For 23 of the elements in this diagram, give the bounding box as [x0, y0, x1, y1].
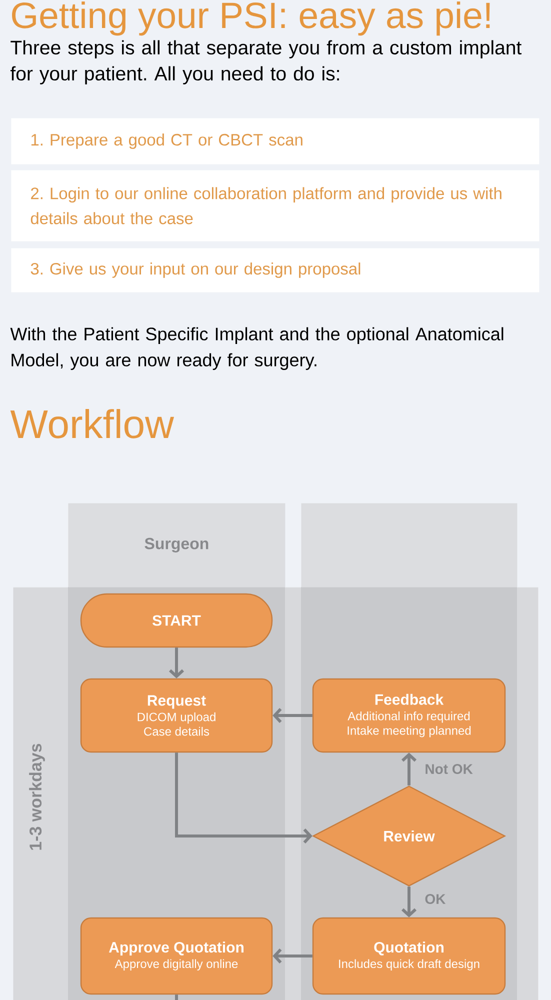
arrow: [272, 708, 312, 724]
edge-label: Not OK: [423, 762, 474, 776]
arrow: [272, 948, 312, 964]
page-title: Getting your PSI: easy as pie!: [12, 2, 490, 36]
paragraph: Three steps is all that separate you from a custom implant for your patient. All you need to do is:: [10, 40, 522, 84]
lane-header: [301, 503, 518, 588]
arrow: [401, 886, 417, 918]
arrow: [175, 752, 312, 844]
arrow: [401, 752, 417, 786]
lane-header: Surgeon: [68, 503, 286, 588]
step-box: 1. Prepare a good CT or CBCT scan: [11, 118, 540, 164]
process-box: Quotation Includes quick draft design: [312, 917, 506, 995]
start-terminal: START: [80, 593, 273, 648]
step-box: 2. Login to our online collaboration platform and provide us with details about the case: [11, 170, 540, 242]
process-box: Feedback Additional info required Intake meeting planned: [312, 678, 506, 753]
paragraph: With the Patient Specific Implant and the optional Anatomical Model, you are now ready for surgery.: [10, 327, 504, 370]
arrow: [168, 648, 184, 678]
section-heading: Workflow: [10, 409, 174, 438]
process-box: Request DICOM upload Case details: [80, 678, 273, 753]
connector-line: [175, 994, 178, 1000]
edge-label: OK: [423, 892, 448, 906]
process-box: Approve Quotation Approve digitally online: [80, 917, 273, 995]
step-box: 3. Give us your input on our design proposal: [11, 248, 540, 292]
